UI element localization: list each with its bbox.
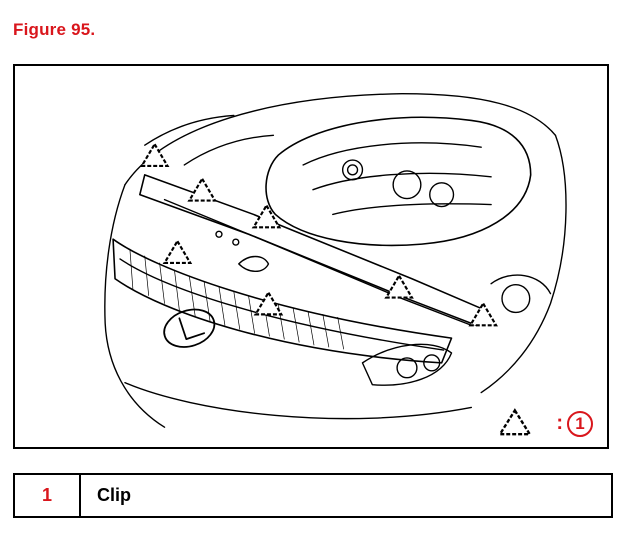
clip-marker-3 — [251, 203, 282, 229]
engine-bay-drawing — [104, 93, 567, 436]
left-fender — [104, 184, 166, 428]
engine-emblem — [341, 159, 364, 181]
engine-cover — [265, 116, 532, 247]
legend-separator: : — [556, 412, 563, 434]
legend-row-description: Clip — [97, 485, 131, 505]
figure-illustration: : 1 — [13, 64, 609, 449]
front-emblem — [163, 308, 216, 348]
hood-outline — [124, 93, 557, 186]
clip-marker-2 — [187, 176, 217, 202]
numbered-circle-icon: 1 — [567, 411, 593, 437]
front-grille — [112, 238, 453, 364]
clip-marker-6 — [384, 273, 414, 299]
legend-row-number: 1 — [15, 475, 81, 516]
figure-title: Figure 95. — [13, 20, 96, 39]
clip-marker-5 — [253, 290, 284, 316]
front-bumper — [124, 381, 473, 420]
clip-markers — [139, 142, 498, 327]
clip-marker-1 — [139, 142, 170, 168]
legend-key: : 1 — [556, 411, 593, 437]
right-headlamp — [361, 343, 453, 386]
clip-marker-4 — [162, 239, 193, 265]
right-fender — [480, 134, 567, 394]
clip-marker-7 — [468, 301, 498, 327]
legend-table: 1 Clip — [13, 473, 613, 518]
legend-dashed-triangle-icon — [497, 408, 532, 436]
